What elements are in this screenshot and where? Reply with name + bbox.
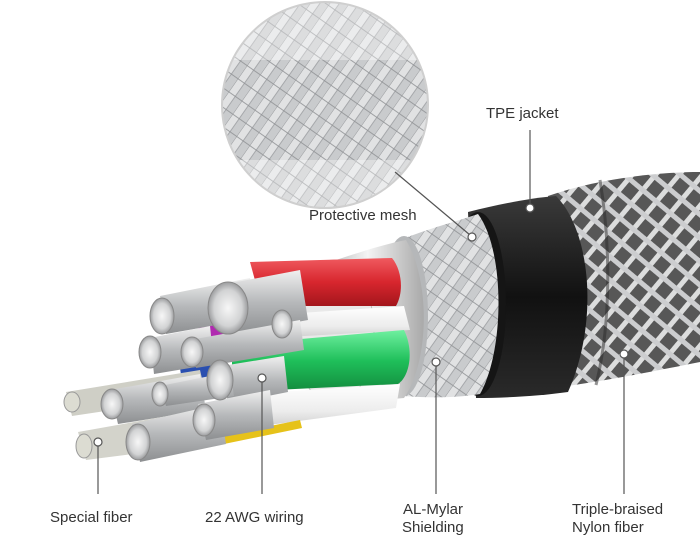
leader-protective-mesh xyxy=(394,171,471,236)
nylon-fiber-braid xyxy=(548,172,700,388)
dot-tpe-jacket xyxy=(525,203,535,213)
dot-protective-mesh xyxy=(467,232,477,242)
label-al-mylar-line2: Shielding xyxy=(402,519,464,536)
dot-special-fiber xyxy=(93,437,103,447)
label-protective-mesh: Protective mesh xyxy=(309,207,417,224)
leader-dots xyxy=(93,203,629,447)
wire-white-lower xyxy=(232,384,400,430)
label-triple-line1: Triple-braised xyxy=(572,501,664,518)
leader-lines xyxy=(97,130,625,494)
wire-yellow xyxy=(220,420,302,444)
dot-nylon-fiber xyxy=(619,349,629,359)
magnified-mesh-inset xyxy=(221,1,429,209)
dot-al-mylar xyxy=(431,357,441,367)
conductor-ends xyxy=(63,281,293,461)
label-special-fiber: Special fiber xyxy=(50,509,133,526)
label-awg-wiring: 22 AWG wiring xyxy=(205,509,304,526)
label-tpe-jacket: TPE jacket xyxy=(486,105,559,122)
label-triple-line2: Nylon fiber xyxy=(572,519,644,536)
label-al-mylar-line1: AL-Mylar xyxy=(403,501,464,518)
dot-awg-wiring xyxy=(257,373,267,383)
